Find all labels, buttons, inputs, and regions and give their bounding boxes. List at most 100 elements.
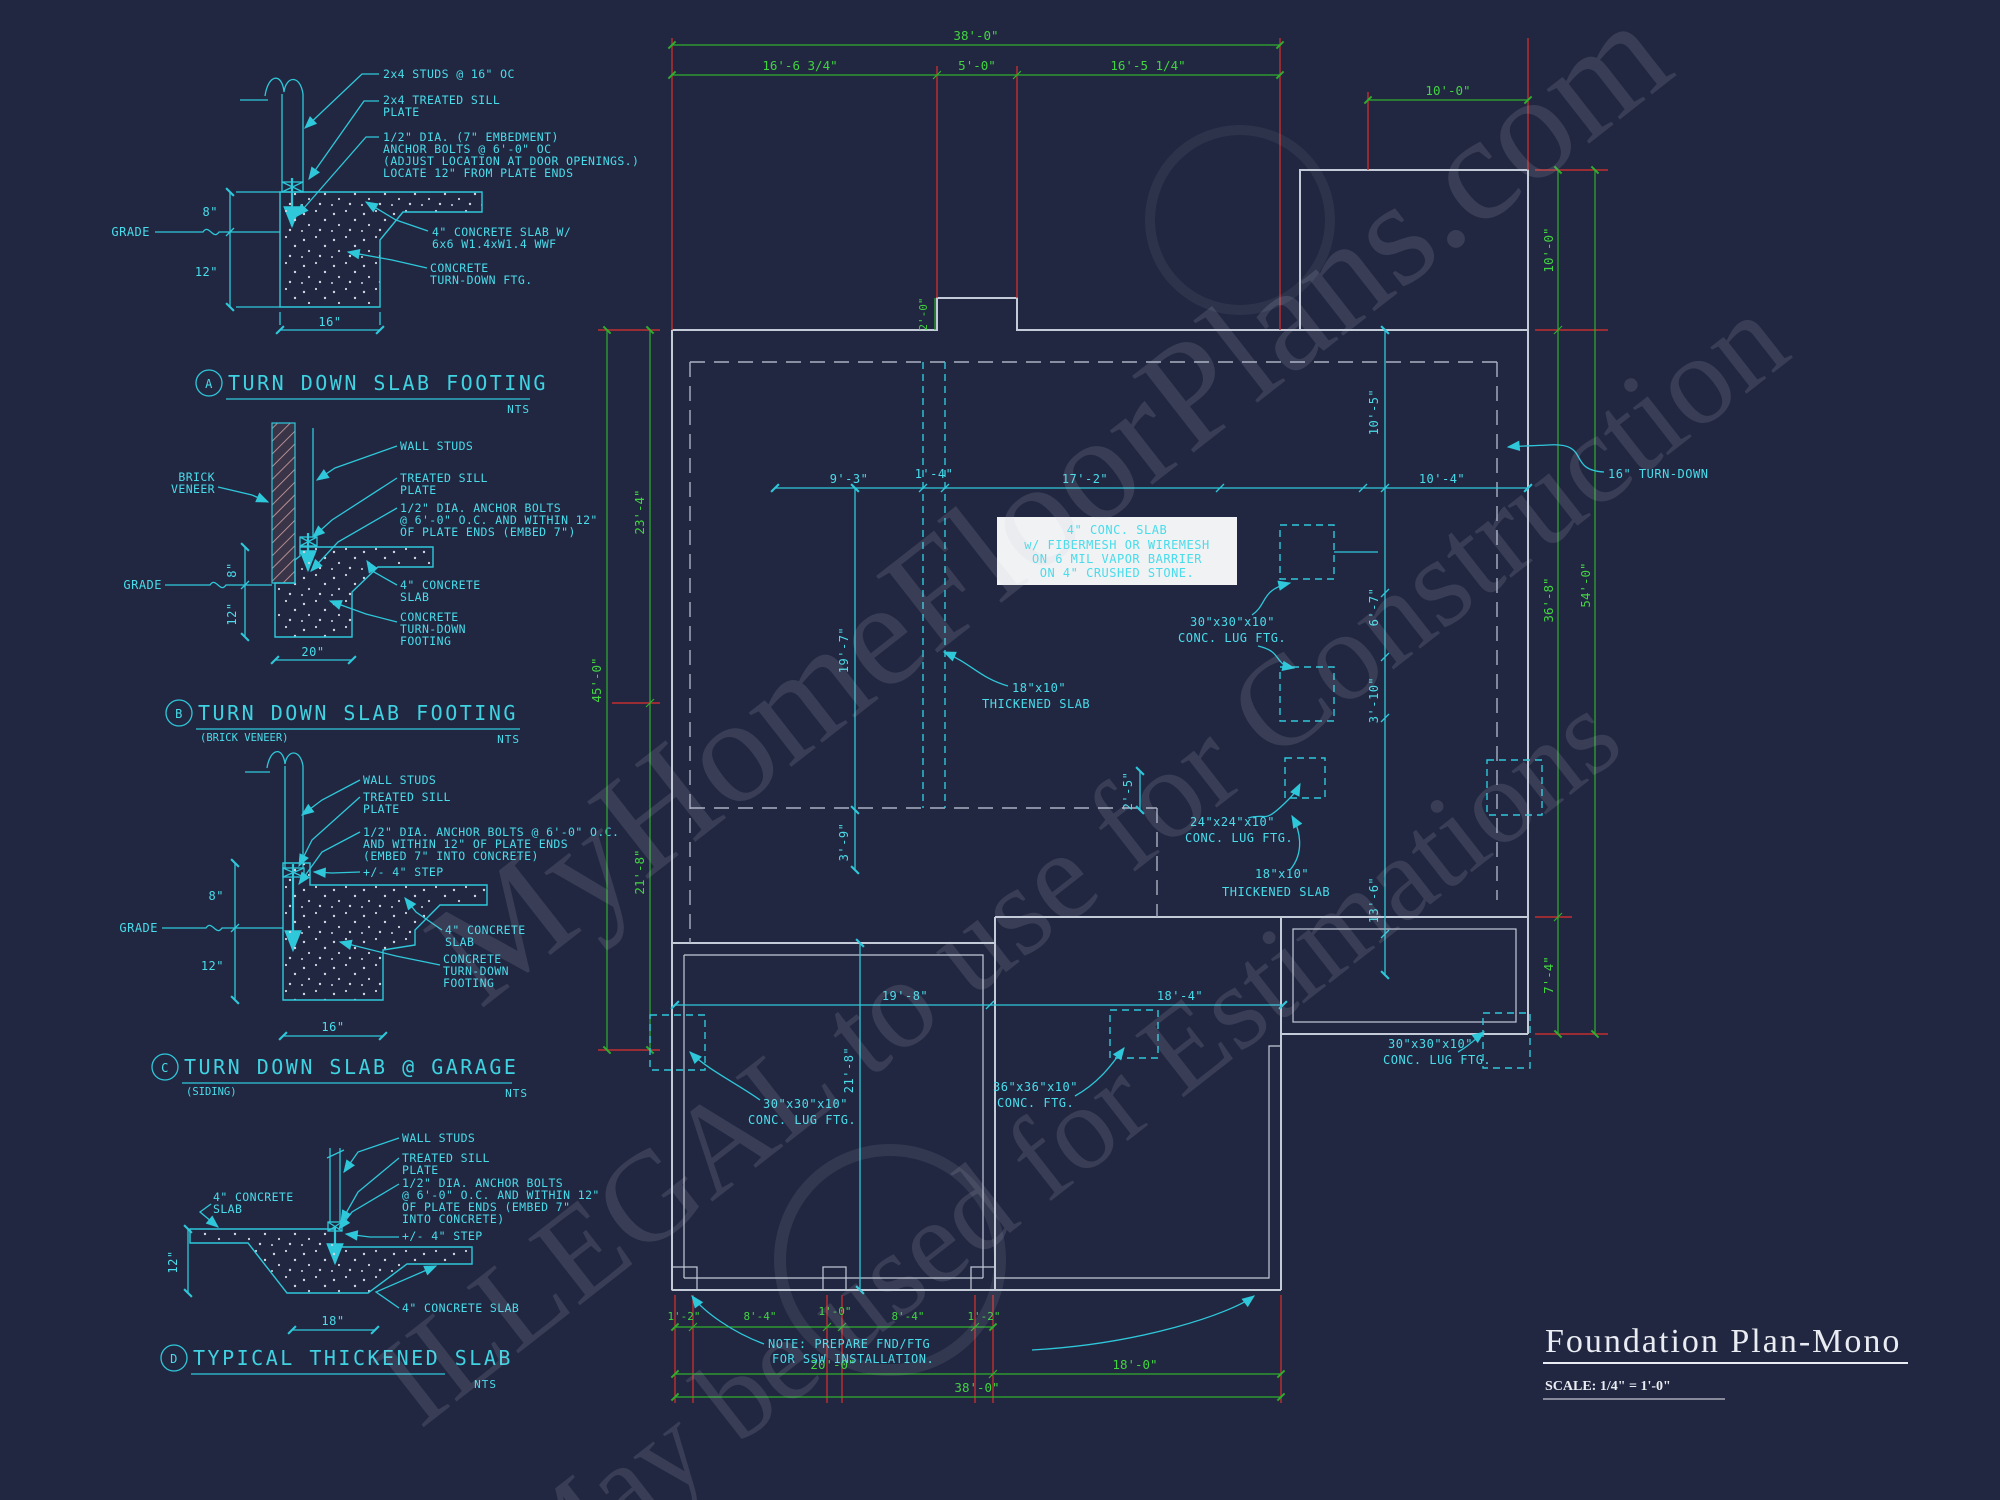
dim-12: 12" [225, 602, 239, 625]
title-block: Foundation Plan-Mono SCALE: 1/4" = 1'-0" [1543, 1323, 1908, 1400]
garage-pier [822, 1266, 847, 1291]
dim-bot-8b: 8'-4" [891, 1310, 924, 1323]
callout-lug30-porch: 30"x30"x10" [1388, 1037, 1473, 1051]
callout-lug24: 24"x24"x10" [1190, 815, 1275, 829]
dim-3-10: 3'-10" [1367, 677, 1381, 723]
callout-thickened-2: 18"x10" [1255, 867, 1309, 881]
svg-text:TURN-DOWN FTG.: TURN-DOWN FTG. [430, 273, 533, 287]
svg-text:CONC. LUG FTG.: CONC. LUG FTG. [1185, 831, 1293, 845]
detail-a-nts: NTS [507, 403, 530, 416]
thickened-slab-lines [922, 362, 946, 808]
detail-c-nts: NTS [505, 1087, 528, 1100]
interior-slab-edges [689, 361, 1498, 943]
dim-bot-18: 18'-0" [1112, 1357, 1157, 1372]
watermark-circle [774, 1144, 1006, 1376]
dim-top-16b: 16'-5 1/4" [1110, 58, 1185, 73]
dim-13-6: 13'-6" [1367, 877, 1381, 923]
detail-d-typical-thickened-slab: 12" 18" 4" CONCRETE SLAB WALL STUDS TREA… [160, 1131, 600, 1391]
note-sill: TREATED SILL [363, 790, 451, 804]
dim-right-10: 10'-0" [1541, 227, 1556, 272]
dim-bot-1a: 1'-2" [667, 1310, 700, 1323]
dim-bot-8a: 8'-4" [743, 1310, 776, 1323]
svg-text:AND WITHIN 12" OF PLATE ENDS: AND WITHIN 12" OF PLATE ENDS [363, 837, 568, 851]
svg-text:OF PLATE ENDS (EMBED 7"): OF PLATE ENDS (EMBED 7") [400, 525, 576, 539]
porch-top-right [1299, 169, 1529, 331]
note-slab-right: 4" CONCRETE SLAB [402, 1301, 519, 1315]
svg-text:ANCHOR BOLTS @ 6'-0" OC: ANCHOR BOLTS @ 6'-0" OC [383, 142, 551, 156]
grade-label: GRADE [119, 921, 158, 935]
note-ftg: CONCRETE [443, 952, 502, 966]
svg-text:CONC. LUG FTG.: CONC. LUG FTG. [748, 1113, 856, 1127]
brick-veneer [271, 422, 296, 584]
svg-text:@ 6'-0" O.C. AND WITHIN 12": @ 6'-0" O.C. AND WITHIN 12" [402, 1188, 600, 1202]
lug-footing-24 [1284, 757, 1326, 799]
detail-a-bubble [195, 369, 223, 397]
concrete-section [189, 1228, 473, 1294]
detail-c-turn-down-slab-garage: GRADE 8" 12" 16" WALL STUDS TREATED SILL… [119, 751, 619, 1100]
dim-6-7: 6'-7" [1367, 588, 1381, 627]
detail-d-letter: D [170, 1352, 178, 1366]
lug-footing-30 [1482, 1012, 1531, 1069]
grade-label: GRADE [111, 225, 150, 239]
dim-3-9: 3'-9" [837, 823, 851, 862]
dim-12: 12" [201, 959, 224, 973]
note-brick: BRICK [178, 470, 215, 484]
dim-right-54: 54'-0" [1578, 562, 1593, 607]
lug-footing-30 [1279, 524, 1335, 580]
detail-d-nts: NTS [474, 1378, 497, 1391]
dim-12: 12" [166, 1250, 180, 1273]
detail-b-title: TURN DOWN SLAB FOOTING [198, 701, 518, 725]
svg-text:6x6 W1.4xW1.4 WWF: 6x6 W1.4xW1.4 WWF [432, 237, 557, 251]
dim-8: 8" [209, 889, 224, 903]
slab-note-line1: 4" CONC. SLAB [1067, 523, 1167, 537]
note-slab: 4" CONCRETE [400, 578, 481, 592]
slab-note-box: 4" CONC. SLAB w/ FIBERMESH OR WIREMESH O… [997, 517, 1237, 585]
note-step: +/- 4" STEP [402, 1229, 483, 1243]
svg-text:TURN-DOWN: TURN-DOWN [400, 622, 466, 636]
svg-text:CONC. FTG.: CONC. FTG. [997, 1096, 1074, 1110]
watermark-circle [1145, 125, 1335, 315]
lug-footing-30 [649, 1014, 706, 1071]
porch-rear-inner [1292, 928, 1517, 1023]
note-bolts: 1/2" DIA. (7" EMBEDMENT) [383, 130, 559, 144]
lug-footing-30 [1486, 759, 1543, 816]
dim-10-5: 10'-5" [1367, 389, 1381, 435]
svg-text:PLATE: PLATE [402, 1163, 439, 1177]
note-slab-left: 4" CONCRETE [213, 1190, 294, 1204]
note-ssw: NOTE: PREPARE FND/FTG [768, 1337, 930, 1351]
dim-18: 18" [321, 1314, 344, 1328]
note-slab: 4" CONCRETE SLAB W/ [432, 225, 571, 239]
note-ftg: CONCRETE [430, 261, 489, 275]
svg-text:LOCATE 12" FROM PLATE ENDS: LOCATE 12" FROM PLATE ENDS [383, 166, 573, 180]
note-studs: WALL STUDS [400, 439, 473, 453]
dim-bot-38: 38'-0" [954, 1380, 999, 1395]
note-bolts: 1/2" DIA. ANCHOR BOLTS @ 6'-0" O.C. [363, 825, 619, 839]
svg-text:SLAB: SLAB [213, 1202, 242, 1216]
callout-lug36: 36"x36"x10" [993, 1080, 1078, 1094]
dim-2-5: 2'-5" [1121, 772, 1135, 811]
note-bolts: 1/2" DIA. ANCHOR BOLTS [402, 1176, 563, 1190]
slab-note-line3: ON 6 MIL VAPOR BARRIER [1032, 552, 1202, 566]
detail-a-letter: A [205, 377, 213, 391]
detail-b-letter: B [175, 707, 183, 721]
detail-d-bubble [160, 1344, 188, 1372]
grade-line [165, 581, 272, 589]
svg-text:OF PLATE ENDS (EMBED 7": OF PLATE ENDS (EMBED 7" [402, 1200, 570, 1214]
callout-thickened-1: 18"x10" [1012, 681, 1066, 695]
svg-text:THICKENED SLAB: THICKENED SLAB [1222, 885, 1330, 899]
note-studs: 2x4 STUDS @ 16" OC [383, 67, 515, 81]
detail-c-bubble [151, 1053, 179, 1081]
dim-top-5: 5'-0" [958, 58, 996, 73]
note-ftg: CONCRETE [400, 610, 459, 624]
dim-bot-1b: 1'-0" [818, 1305, 851, 1318]
detail-a-title: TURN DOWN SLAB FOOTING [228, 371, 548, 395]
grade-label: GRADE [123, 578, 162, 592]
dim-18-4: 18'-4" [1157, 989, 1203, 1003]
note-sill: TREATED SILL [400, 471, 488, 485]
note-sill: 2x4 TREATED SILL [383, 93, 500, 107]
sheet-title: Foundation Plan-Mono [1545, 1323, 1901, 1360]
dim-top-10: 10'-0" [1425, 83, 1470, 98]
interior-dimensions: 9'-3" 1'-4" 17'-2" 10'-4" 19'-7" 3'-9" 1… [670, 325, 1533, 1295]
dim-right-36: 36'-8" [1541, 577, 1556, 622]
